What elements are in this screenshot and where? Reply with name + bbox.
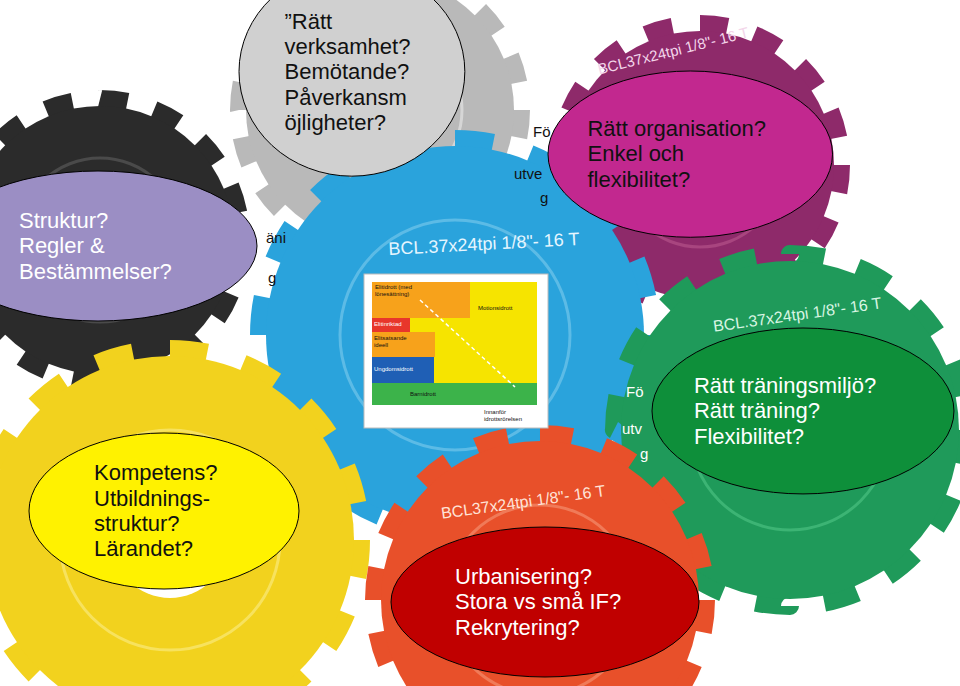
chart-label: Elitsatsande ideell	[374, 335, 414, 348]
ellipse-shape	[239, 0, 465, 177]
chart-band	[372, 383, 537, 405]
gear-imprint: BCL.37x24tpi 1/8"- 16 T	[388, 230, 580, 260]
callout-ellipse: Kompetens? Utbildnings- struktur? Lärand…	[28, 432, 300, 590]
gear-body	[381, 441, 699, 686]
chart-label: Ungdomsidrott	[374, 366, 429, 373]
callout-ellipse: Rätt organisation? Enkel och flexibilite…	[547, 70, 834, 238]
chart-label: Motionsidrott	[478, 305, 512, 312]
chart-band	[372, 357, 434, 383]
chart-band	[372, 318, 410, 332]
chart-band	[372, 282, 537, 383]
gear-imprint: BCL37x24tpi 1/8"- 16 T	[596, 24, 751, 78]
gear-imprint: g	[268, 270, 276, 287]
gear-body	[0, 356, 354, 686]
chart-diagonal	[420, 300, 515, 387]
sprocket-gear	[0, 349, 361, 686]
gear-imprint: utve	[514, 166, 542, 183]
callout-ellipse: ”Rätt verksamhet? Bemötande? Påverkansm …	[238, 0, 466, 178]
gear-imprint: äni	[266, 230, 286, 247]
callout-text: Rätt träningsmiljö? Rätt träning? Flexib…	[694, 373, 912, 449]
callout-text: ”Rätt verksamhet? Bemötande? Påverkansm …	[284, 9, 419, 135]
gear-teeth	[0, 349, 361, 686]
gear-imprint: BCL37x24tpi 1/8"- 16 T	[440, 482, 606, 522]
gear-imprint: g	[640, 446, 648, 463]
chart-label: Barnidrott	[410, 391, 436, 398]
chart-label: Elitinriktad	[374, 321, 402, 328]
gear-teeth	[374, 434, 706, 686]
ellipse-shape	[548, 71, 833, 237]
ellipse-shape	[391, 527, 699, 677]
gear-imprint: utv	[622, 421, 642, 438]
callout-ellipse: Struktur? Regler & Bestämmelser?	[0, 170, 258, 322]
callout-text: Struktur? Regler & Bestämmelser?	[19, 208, 177, 284]
callout-text: Rätt organisation? Enkel och flexibilite…	[587, 116, 792, 192]
ellipse-shape	[0, 171, 257, 321]
chart-label: Innanför idrottsrörelsen	[484, 409, 539, 422]
chart-band	[372, 332, 435, 357]
callout-ellipse: Urbanisering? Stora vs små IF? Rekryteri…	[390, 526, 700, 678]
callout-ellipse: Rätt träningsmiljö? Rätt träning? Flexib…	[651, 327, 955, 495]
callout-text: Urbanisering? Stora vs små IF? Rekryteri…	[455, 564, 635, 640]
gear-imprint: g	[540, 190, 548, 207]
ellipse-shape	[652, 328, 954, 494]
chart-label: Elitidrott (med lönesättning)	[375, 284, 435, 297]
gear-imprint: Fö	[533, 124, 551, 141]
chart-frame	[364, 274, 548, 428]
gear-imprint: Fö	[626, 384, 644, 401]
ellipse-shape	[29, 433, 299, 589]
pyramid-chart	[364, 274, 548, 428]
callout-text: Kompetens? Utbildnings- struktur? Lärand…	[94, 460, 234, 561]
sprocket-gear	[374, 434, 706, 686]
